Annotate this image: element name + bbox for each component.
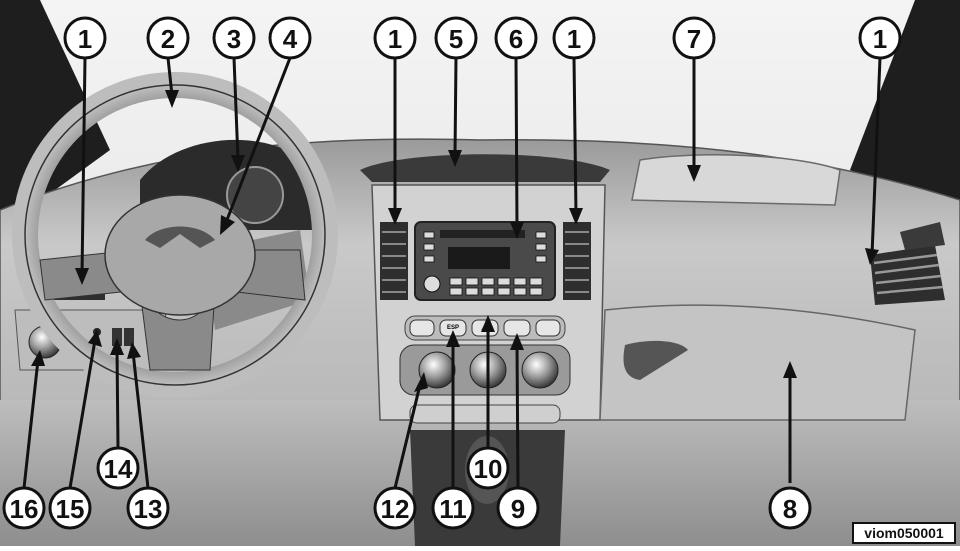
arrowheads <box>31 90 879 392</box>
callout-numbers: 1 2 3 4 1 5 6 1 7 1 8 9 10 11 12 13 14 1… <box>10 24 888 524</box>
display-housing <box>360 154 610 182</box>
callout-circle-air-vent-1 <box>63 16 107 60</box>
driver-airbag <box>104 194 256 316</box>
callout-circle-15 <box>48 486 92 530</box>
callout-12: 12 <box>381 494 410 524</box>
passenger-airbag-panel <box>631 154 841 206</box>
callout-16: 16 <box>10 494 39 524</box>
fog-lamp-switch <box>124 328 134 346</box>
callout-11: 11 <box>439 494 467 524</box>
radio-buttons <box>423 231 547 296</box>
callout-circle-9 <box>496 486 540 530</box>
right-side-vent <box>870 222 945 305</box>
callout-6: 6 <box>509 24 523 54</box>
callout-air-vent-3: 1 <box>567 24 581 54</box>
switch-blank-2 <box>535 319 561 337</box>
image-code-label: viom050001 <box>852 522 956 544</box>
switch-blank-1 <box>409 319 435 337</box>
callout-air-vent-4: 1 <box>873 24 887 54</box>
steering-wheel-outline <box>24 84 326 386</box>
callout-circle-7 <box>672 16 716 60</box>
callout-circle-4 <box>268 16 312 60</box>
callout-circle-air-vent-2 <box>373 16 417 60</box>
callout-9: 9 <box>511 494 525 524</box>
callout-air-vent-2: 1 <box>388 24 402 54</box>
esp-label: ESP <box>447 325 459 331</box>
console-tray <box>409 404 561 424</box>
callout-circle-10 <box>466 446 510 490</box>
center-vent-right <box>563 222 591 300</box>
glove-box <box>599 304 916 421</box>
callout-8: 8 <box>783 494 797 524</box>
callout-circle-8 <box>768 486 812 530</box>
cd-slot <box>440 230 525 238</box>
callout-circle-11 <box>431 486 475 530</box>
callout-circle-14 <box>96 446 140 490</box>
callout-2: 2 <box>161 24 175 54</box>
callout-circle-air-vent-3 <box>552 16 596 60</box>
callout-air-vent-1: 1 <box>78 24 92 54</box>
callout-circle-13 <box>126 486 170 530</box>
callout-10: 10 <box>474 454 503 484</box>
headlamp-level-switch <box>112 328 122 346</box>
glove-box-handle <box>623 340 688 380</box>
callout-circle-2 <box>146 16 190 60</box>
brand-logo <box>145 226 215 248</box>
callout-circle-12 <box>373 486 417 530</box>
callout-circle-3 <box>212 16 256 60</box>
hvac-temp-knob <box>521 351 559 389</box>
callout-4: 4 <box>283 24 298 54</box>
callout-5: 5 <box>449 24 463 54</box>
radio-knob <box>423 275 441 293</box>
radio-display <box>448 247 510 269</box>
callout-circle-6 <box>494 16 538 60</box>
right-a-pillar <box>850 0 960 230</box>
callout-circle-5 <box>434 16 478 60</box>
callout-13: 13 <box>134 494 163 524</box>
center-vent-left <box>380 222 408 300</box>
callout-circles <box>2 16 902 530</box>
callout-7: 7 <box>687 24 701 54</box>
callout-circle-16 <box>2 486 46 530</box>
callout-circle-air-vent-4 <box>858 16 902 60</box>
callout-14: 14 <box>104 454 133 484</box>
callout-15: 15 <box>56 494 85 524</box>
leader-lines <box>22 57 882 489</box>
callout-3: 3 <box>227 24 241 54</box>
hvac-fan-knob <box>418 351 456 389</box>
